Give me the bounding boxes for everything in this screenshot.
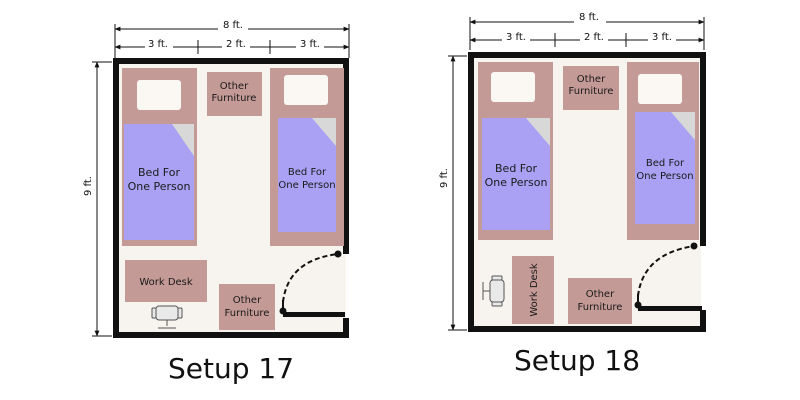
setup-18-segment-label-2: 2 ft.	[584, 32, 604, 43]
setup-18-furniture-top-line1: Other	[577, 74, 606, 85]
setup-17-bed-left-label-line1: Bed For	[138, 166, 180, 179]
setup-18-bed-left-label-line1: Bed For	[495, 162, 537, 175]
setup-17-furniture-bottom: Other Furniture	[219, 284, 275, 330]
setup-18-plan: 8 ft. 3 ft. 2 ft. 3 ft. 9 ft.	[438, 12, 706, 377]
setup-18-work-desk: Work Desk	[512, 256, 554, 324]
setup-18-door	[634, 242, 698, 309]
setup-17-bed-left: Bed For One Person	[122, 68, 197, 246]
setup-17-plan: 8 ft. 3 ft. 2 ft. 3 ft. 9 ft.	[82, 20, 350, 385]
setup-18-furniture-top: Other Furniture	[563, 66, 619, 110]
chair-icon	[151, 305, 183, 329]
setup-18-desk-label: Work Desk	[529, 263, 540, 317]
setup-18-dimensions: 8 ft. 3 ft. 2 ft. 3 ft. 9 ft.	[438, 12, 705, 331]
setup-17-bed-right-label-line1: Bed For	[288, 167, 327, 178]
setup-17-furniture-bottom-line1: Other	[233, 295, 262, 306]
setup-17-segment-label-2: 2 ft.	[226, 39, 246, 50]
setup-17-desk-label: Work Desk	[139, 277, 193, 288]
setup-17-segment-label-1: 3 ft.	[148, 39, 168, 50]
setup-17-segment-label-3: 3 ft.	[300, 39, 320, 50]
setup-17-furniture-top-line1: Other	[220, 81, 249, 92]
setup-18-bed-left-label-line2: One Person	[485, 176, 548, 189]
setup-18-width-label: 8 ft.	[579, 12, 599, 23]
setup-17-work-desk: Work Desk	[125, 260, 207, 302]
setup-17-door	[279, 250, 342, 315]
setup-18-furniture-bottom-line2: Furniture	[578, 302, 623, 313]
setup-17-caption: Setup 17	[168, 352, 294, 385]
setup-18-caption: Setup 18	[514, 344, 640, 377]
setup-17-width-label: 8 ft.	[223, 20, 243, 31]
setup-17-furniture-top-line2: Furniture	[212, 93, 257, 104]
setup-18-height-label: 9 ft.	[439, 168, 450, 188]
setup-17-bed-right: Bed For One Person	[270, 68, 344, 246]
setup-18-segment-label-3: 3 ft.	[652, 32, 672, 43]
setup-17-walls	[113, 58, 349, 338]
setup-17-bed-right-label-line2: One Person	[278, 180, 335, 191]
setup-17-height-label: 9 ft.	[83, 176, 94, 196]
setup-18-segment-label-1: 3 ft.	[506, 32, 526, 43]
setup-18-walls	[468, 52, 706, 332]
pillow-icon	[491, 72, 535, 102]
pillow-icon	[638, 74, 682, 104]
setup-18-bed-left: Bed For One Person	[478, 62, 553, 240]
pillow-icon	[137, 80, 181, 110]
chair-icon	[482, 275, 505, 307]
setup-17-dimensions: 8 ft. 3 ft. 2 ft. 3 ft. 9 ft.	[82, 20, 350, 337]
setup-18-bed-right-label-line1: Bed For	[646, 158, 685, 169]
setup-17-furniture-bottom-line2: Furniture	[225, 308, 270, 319]
setup-17-bed-left-label-line2: One Person	[128, 180, 191, 193]
setup-18-bed-right-label-line2: One Person	[636, 171, 693, 182]
setup-18-furniture-bottom-line1: Other	[586, 289, 615, 300]
setup-18-bed-right: Bed For One Person	[627, 62, 699, 240]
setup-17-furniture-top: Other Furniture	[207, 72, 262, 116]
setup-18-furniture-bottom: Other Furniture	[568, 278, 632, 324]
pillow-icon	[284, 75, 328, 105]
setup-18-furniture-top-line2: Furniture	[569, 86, 614, 97]
